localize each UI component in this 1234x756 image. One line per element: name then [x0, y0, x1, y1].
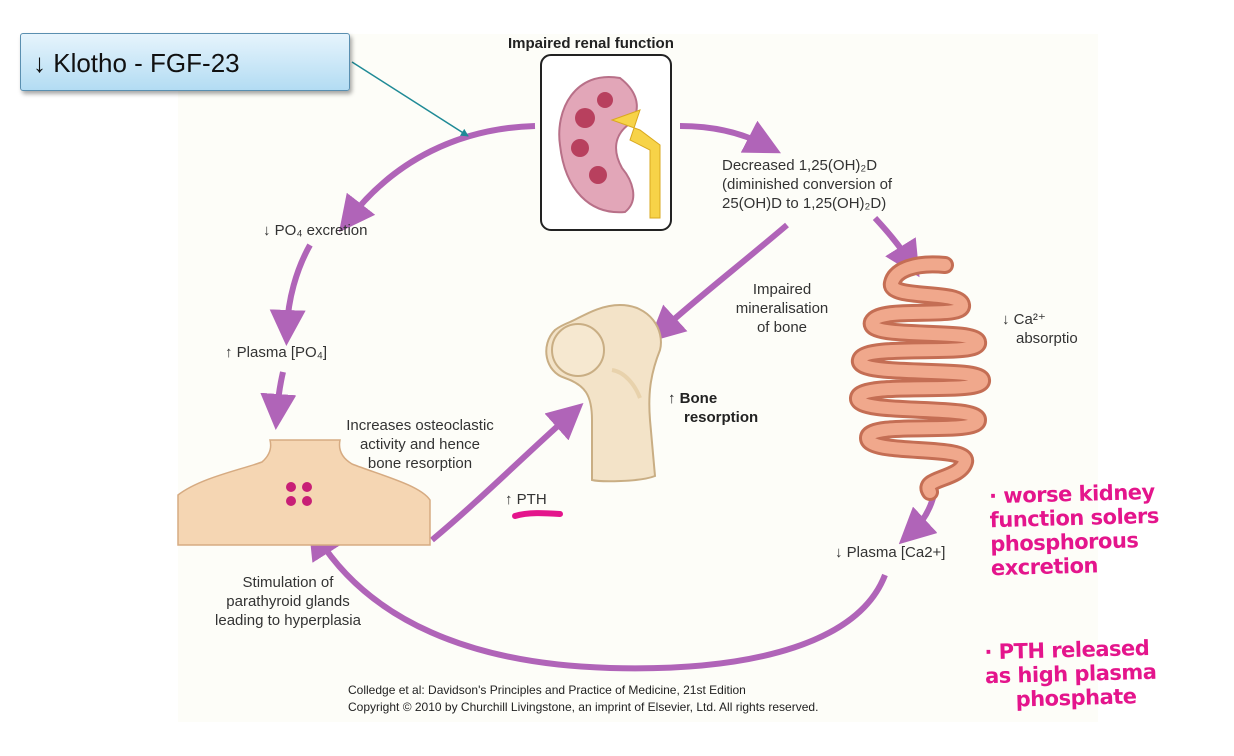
callout-text: ↓ Klotho - FGF-23 [33, 48, 240, 78]
handwritten-note-pth: · PTH released as high plasma phosphate [984, 635, 1157, 712]
caption-line-1: Colledge et al: Davidson's Principles an… [348, 683, 746, 697]
handwritten-note-kidney: · worse kidney function solers phosphoro… [988, 479, 1160, 581]
pth-highlight-scribble [512, 510, 563, 519]
bone-resorption-label: ↑ Bone resorption [668, 390, 759, 426]
callout-pointer-arrow [351, 61, 469, 137]
osteoclastic-activity-label: Increases osteoclastic activity and henc… [346, 417, 494, 472]
arrow-kidney-to-po4 [338, 123, 536, 233]
decreased-vitd-label: Decreased 1,25(OH)₂D (diminished convers… [722, 157, 893, 212]
arrow-vitd-to-intestine [872, 215, 920, 278]
bone-illustration [545, 303, 662, 483]
kidney-illustration [540, 54, 672, 231]
plasma-po4-label: ↑ Plasma [PO₄] [225, 344, 327, 361]
arrow-kidney-to-vitd [679, 120, 781, 154]
arrow-plasma-to-parathyroid [260, 371, 297, 430]
plasma-ca-label: ↓ Plasma [Ca2+] [835, 544, 946, 561]
arrow-pth-to-bone [430, 403, 584, 543]
intestine-illustration [849, 255, 991, 501]
arrow-ca-to-parathyroid [308, 522, 888, 672]
pth-label: ↑ PTH [505, 491, 547, 508]
caption-line-2: Copyright © 2010 by Churchill Livingston… [348, 700, 819, 714]
parathyroid-stimulation-label: Stimulation of parathyroid glands leadin… [215, 574, 361, 629]
arrow-vitd-to-bone [648, 222, 789, 343]
figure-caption: Colledge et al: Davidson's Principles an… [348, 682, 818, 716]
klotho-callout-box: ↓ Klotho - FGF-23 [20, 33, 350, 91]
diagram-title: Impaired renal function [508, 35, 674, 52]
ca-absorption-label: ↓ Ca²⁺ absorptio [1002, 311, 1078, 347]
impaired-mineralisation-label: Impaired mineralisation of bone [735, 281, 829, 336]
arrow-po4-to-plasma [269, 243, 313, 346]
neck-illustration [177, 439, 431, 546]
po4-excretion-label: ↓ PO₄ excretion [263, 222, 368, 239]
